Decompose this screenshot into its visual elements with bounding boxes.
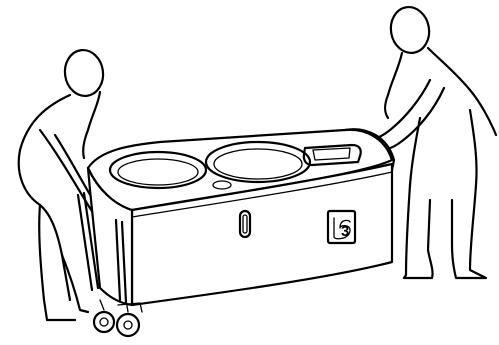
brand-logo-text: 3 xyxy=(341,223,349,240)
right-person-leg-left xyxy=(404,185,433,278)
right-person-arm xyxy=(372,80,430,140)
right-person-head xyxy=(387,4,432,56)
caster-wheel-right xyxy=(117,314,139,336)
left-person-leg-front xyxy=(62,255,88,312)
right-person-leg-right xyxy=(452,185,486,278)
right-person-torso-front xyxy=(410,118,420,185)
left-person-leg-back xyxy=(39,205,75,320)
left-person-back xyxy=(19,95,70,300)
left-person-head xyxy=(62,48,106,99)
left-person-chest xyxy=(83,92,100,158)
right-person-torso-back xyxy=(470,110,477,185)
caster-wheel-left xyxy=(94,312,114,332)
caster-mount-left xyxy=(100,300,104,310)
right-person-back xyxy=(428,48,496,135)
cabinet: 3 xyxy=(78,129,394,305)
right-person-neck-front xyxy=(385,53,402,118)
right-person-arm-inner xyxy=(380,88,444,150)
